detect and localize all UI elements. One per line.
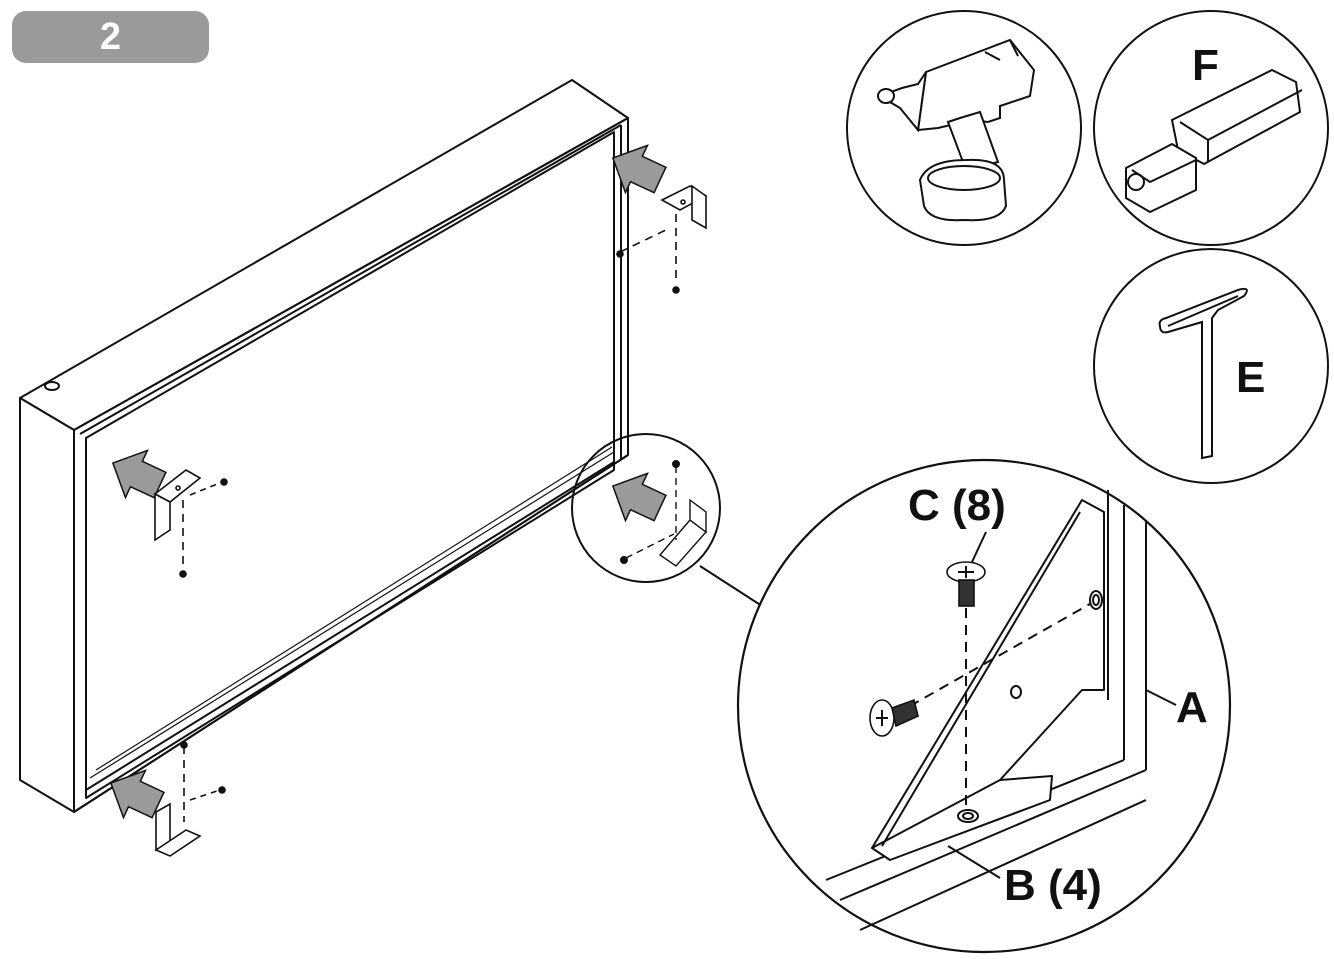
- insert-arrow-top-right: [601, 133, 672, 205]
- bit-label: F: [1192, 41, 1219, 90]
- cabinet-frame: [19, 79, 629, 813]
- bracket-left: [153, 469, 228, 578]
- allen-key-label: E: [1236, 353, 1265, 402]
- bracket-top-right: [616, 184, 708, 294]
- hex-bit-tool-callout: [1093, 10, 1329, 246]
- allen-key-tool-callout: [1093, 248, 1329, 484]
- step-number: 2: [99, 15, 122, 58]
- screw-label: C (8): [908, 481, 1006, 530]
- detail-callout-large: [736, 458, 1232, 954]
- screw-c-vertical: [946, 561, 986, 607]
- step-number-badge: 2: [12, 11, 209, 63]
- insert-arrow-middle: [601, 461, 672, 533]
- bracket-bottom-left: [154, 741, 226, 857]
- frame-label: A: [1176, 683, 1208, 732]
- detail-callout-small: [571, 433, 763, 607]
- drill-tool-callout: [846, 10, 1082, 246]
- bracket-label: B (4): [1004, 861, 1102, 910]
- screw-c-horizontal: [869, 698, 919, 737]
